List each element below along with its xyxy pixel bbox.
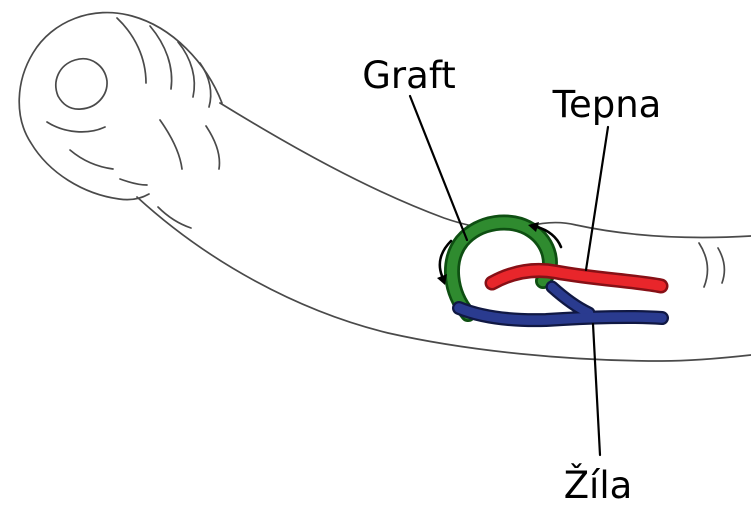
hand-outline [18,11,223,201]
finger-line-1 [116,17,147,84]
artery-tube [484,263,669,294]
palm-crease-1 [159,119,183,170]
elbow-crease-1 [698,242,709,288]
thumb-base-crease [46,121,106,133]
wrist-crease [205,125,221,170]
palm-crease-2 [69,149,114,170]
graft-leader-line [408,94,469,242]
forearm-bottom-contour [136,196,751,362]
vein-tube [452,280,669,328]
graft-label: Graft [362,54,455,97]
flow-arrow-top [535,225,563,249]
vein-label: Žíla [564,463,633,507]
palm-crease-3 [119,178,148,186]
vein-branch-core [547,282,594,318]
finger-line-4 [199,62,212,108]
flow-arrow-left [438,239,453,278]
vein-main-core [454,303,667,325]
flow-arrows [437,222,563,285]
finger-line-2 [149,25,173,90]
artery-tube-core [487,265,666,291]
wrist-hatch [157,206,192,229]
artery-leader-line [584,125,610,272]
graft-tube [444,214,558,322]
leader-lines [408,94,610,457]
vein-leader-line [591,322,602,457]
graft-tube-core [446,217,556,320]
elbow-crease-2 [717,247,726,284]
thumb-outline [55,58,108,110]
flow-arrow-top-head-icon [528,222,539,232]
artery-label: Tepna [552,83,662,126]
finger-line-3 [177,41,196,98]
flow-arrow-left-head-icon [437,274,447,285]
